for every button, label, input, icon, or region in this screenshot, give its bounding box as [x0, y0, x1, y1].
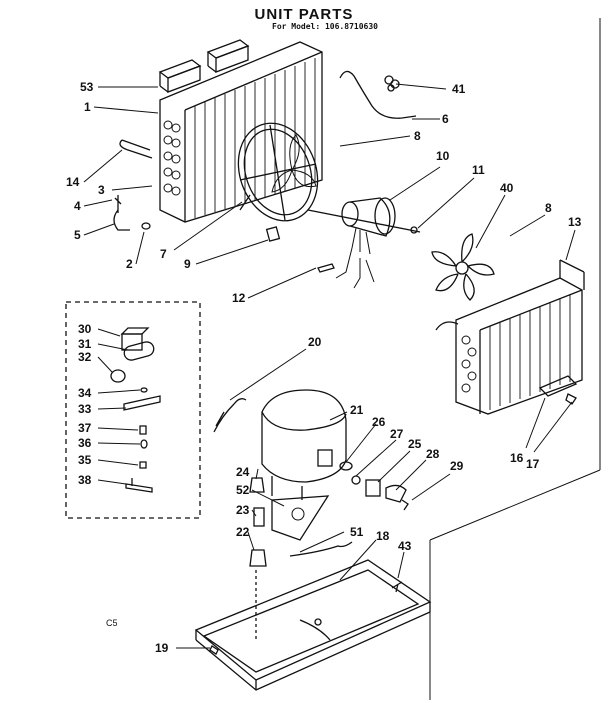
condenser-fan-blade: [431, 233, 495, 301]
evaporator-coil: [159, 41, 323, 223]
foam-strip: [538, 375, 578, 397]
label-part-33: 33: [78, 402, 92, 416]
foam-blocks: [158, 39, 250, 93]
part-29: [401, 499, 409, 511]
model-subtitle: For Model: 106.8710630: [272, 22, 378, 31]
label-part-8-right: 8: [545, 201, 552, 215]
label-part-31: 31: [78, 337, 92, 351]
nut-37: [139, 425, 147, 435]
label-part-26: 26: [372, 415, 386, 429]
label-part-11: 11: [472, 163, 485, 177]
washer-36: [140, 439, 148, 449]
condenser-coil: [435, 259, 585, 415]
label-part-36: 36: [78, 436, 92, 450]
nut-35: [139, 461, 147, 469]
label-part-4: 4: [74, 199, 81, 213]
label-part-23: 23: [236, 503, 250, 517]
label-part-9: 9: [184, 257, 191, 271]
label-part-52: 52: [236, 483, 250, 497]
label-part-3: 3: [98, 183, 105, 197]
label-part-51: 51: [350, 525, 364, 539]
screw-43: [391, 581, 403, 593]
drain-tube: [339, 70, 417, 119]
capillary-tube: [119, 139, 153, 159]
screw-34: [140, 387, 148, 393]
label-part-14: 14: [66, 175, 80, 189]
part-27: [351, 475, 361, 485]
overload-wire: [213, 398, 247, 433]
label-part-21: 21: [350, 403, 364, 417]
label-part-18: 18: [376, 529, 390, 543]
fan-shroud: [237, 122, 319, 222]
strap-51: [289, 541, 353, 557]
label-part-32: 32: [78, 350, 92, 364]
label-part-17: 17: [526, 457, 540, 471]
label-part-2: 2: [126, 257, 133, 271]
grommet-22: [249, 549, 267, 567]
label-part-29: 29: [450, 459, 464, 473]
mount-plate: [271, 495, 330, 541]
label-part-6: 6: [442, 112, 449, 126]
label-part-20: 20: [308, 335, 322, 349]
label-part-38: 38: [78, 473, 92, 487]
label-part-37: 37: [78, 421, 92, 435]
cover-28: [385, 484, 407, 503]
label-part-53: 53: [80, 80, 94, 94]
label-part-16: 16: [510, 451, 524, 465]
grommet-2: [141, 222, 151, 230]
compressor: [261, 389, 347, 500]
part-26: [339, 461, 353, 471]
label-part-25: 25: [408, 437, 422, 451]
spacer-23: [253, 507, 265, 527]
clip-17: [565, 393, 577, 405]
label-part-35: 35: [78, 453, 92, 467]
bracket-5: [113, 209, 130, 231]
label-part-28: 28: [426, 447, 440, 461]
label-part-30: 30: [78, 322, 92, 336]
label-part-10: 10: [436, 149, 450, 163]
fan-bracket: [265, 226, 281, 242]
fan-motor: [307, 197, 421, 289]
label-part-7: 7: [160, 247, 167, 261]
diagram-title: UNIT PARTS: [254, 6, 354, 23]
capacitor-bracket: [123, 395, 161, 411]
label-part-1: 1: [84, 100, 91, 114]
footer-code: C5: [106, 618, 118, 628]
label-part-43: 43: [398, 539, 412, 553]
label-part-5: 5: [74, 228, 81, 242]
capacitor: [110, 327, 155, 383]
label-part-19: 19: [155, 641, 169, 655]
label-part-34: 34: [78, 386, 92, 400]
grommet-24: [249, 477, 265, 493]
label-part-8-top: 8: [414, 129, 421, 143]
label-part-27: 27: [390, 427, 404, 441]
clip-38: [125, 478, 153, 493]
label-part-13: 13: [568, 215, 582, 229]
label-part-12: 12: [232, 291, 246, 305]
label-part-41: 41: [452, 82, 466, 96]
electrical-parts-box: [65, 301, 201, 519]
label-part-22: 22: [236, 525, 250, 539]
clip-41: [384, 75, 400, 92]
screw-19: [209, 645, 219, 655]
motor-clamp: [317, 263, 335, 273]
label-part-24: 24: [236, 465, 250, 479]
part-25: [365, 479, 381, 497]
label-part-40: 40: [500, 181, 514, 195]
base-pan: [194, 559, 432, 691]
